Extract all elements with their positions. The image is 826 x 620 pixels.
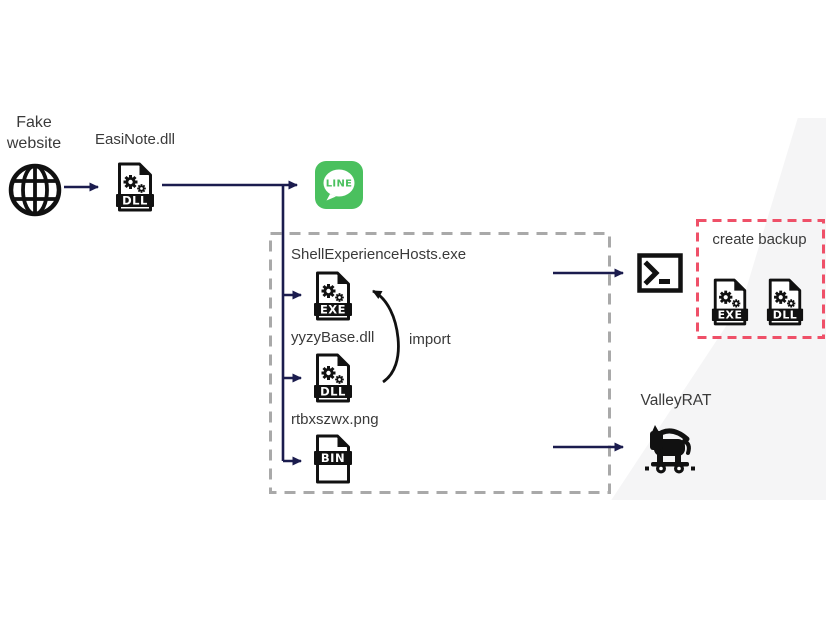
terminal-icon: [637, 253, 683, 293]
bin-file-icon: BIN: [314, 434, 352, 484]
backup-exe-file-icon: EXE: [711, 278, 749, 326]
valleyrat-label: ValleyRAT: [640, 392, 712, 409]
bin-badge-text: BIN: [321, 451, 345, 465]
exe-badge-text: EXE: [718, 309, 743, 322]
fake-website-label: Fake website: [0, 112, 68, 154]
dll-badge-text: DLL: [320, 385, 346, 399]
dll-file-icon: DLL: [116, 162, 154, 212]
dll-badge-text: DLL: [122, 194, 148, 208]
trojan-horse-icon: [645, 425, 695, 474]
exe-file-icon: EXE: [314, 271, 352, 321]
backup-dll-file-icon: DLL: [766, 278, 804, 326]
shellexe-label: ShellExperienceHosts.exe: [291, 246, 467, 263]
exe-badge-text: EXE: [320, 303, 346, 317]
stage2-dashed-box: [269, 232, 611, 494]
dll-badge-text: DLL: [773, 309, 797, 322]
fake-website-line2: website: [6, 135, 62, 152]
line-speech-bubble: LINE: [323, 169, 355, 201]
line-app-icon: LINE: [315, 161, 363, 209]
globe-icon: [8, 163, 62, 217]
rtbx-label: rtbxszwx.png: [291, 411, 379, 428]
create-backup-dashed-box: [696, 219, 825, 339]
yyzybase-label: yyzyBase.dll: [291, 329, 375, 346]
create-backup-label: create backup: [712, 231, 807, 248]
line-logo-text: LINE: [326, 179, 353, 190]
fake-website-line1: Fake: [16, 114, 52, 131]
import-label: import: [409, 331, 451, 348]
easinote-label: EasiNote.dll: [94, 131, 176, 148]
dll-file-icon: DLL: [314, 353, 352, 403]
